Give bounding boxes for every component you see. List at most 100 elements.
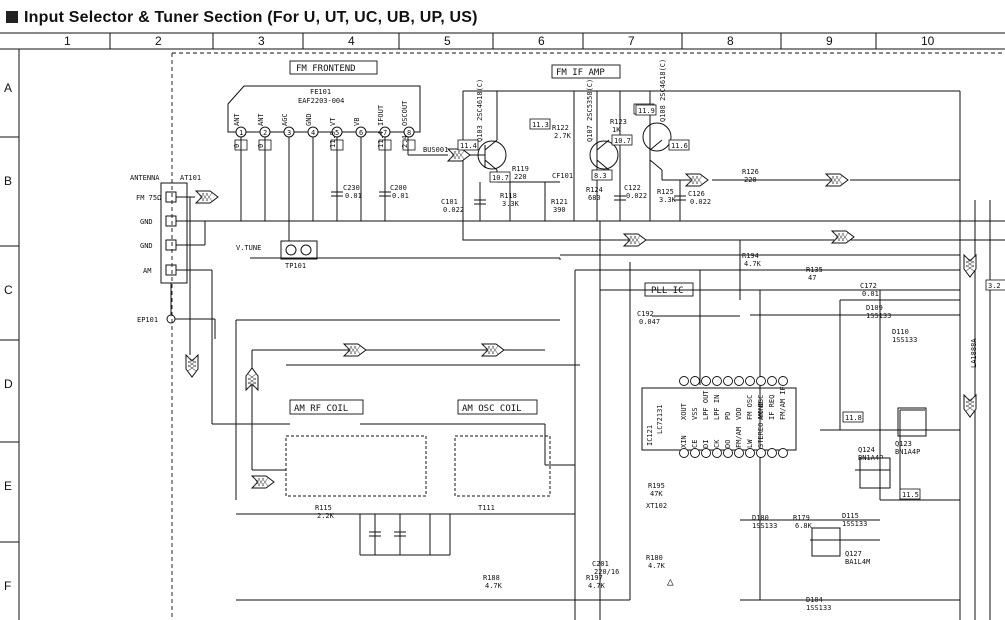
pll-top-pin-label: VSS (691, 407, 699, 420)
pll-top-pin-label: PD (724, 412, 732, 420)
caution-symbol: △ (667, 575, 674, 588)
test-value-box (668, 139, 690, 151)
fe-pin-name: ANT (233, 113, 241, 126)
antenna-block (160, 182, 188, 324)
fe-pin-number: 7 (383, 129, 387, 137)
component-ref: C101 (441, 198, 458, 206)
fe-pin-value: 0 (257, 144, 265, 148)
component-value: 2.7K (554, 132, 572, 140)
transistor-part: BA1L4M (845, 558, 870, 566)
grid-col-10: 10 (921, 34, 935, 48)
grid-col-4: 4 (348, 34, 355, 48)
transistor-symbols (477, 122, 927, 557)
diode-part: 1SS133 (892, 336, 917, 344)
pll-bottom-pin (778, 448, 788, 458)
test-value: 11.5 (902, 491, 919, 499)
fe-pin-value: 11.9 (329, 131, 337, 148)
ic104-label: LA1888A (970, 338, 978, 368)
pll-bottom-pin (734, 448, 744, 458)
component-value: 390 (553, 206, 566, 214)
fe-pin-value: 11.4 (377, 131, 385, 148)
component-ref: R123 (610, 118, 627, 126)
component-value: 0.01 (392, 192, 409, 200)
grid-col-5: 5 (444, 34, 451, 48)
pll-top-pin-label: LPF OUT (702, 390, 710, 420)
test-value: 10.7 (614, 137, 631, 145)
component-ref: R188 (483, 574, 500, 582)
component-value: 6.8K (795, 522, 813, 530)
component-ref: C200 (390, 184, 407, 192)
tp101-label: TP101 (285, 262, 306, 270)
test-value: 11.9 (638, 107, 655, 115)
antenna-label: ANTENNA (130, 174, 160, 182)
fe-pin-name: IFOUT (377, 104, 385, 126)
pll-top-pin (756, 376, 766, 386)
title-bullet-icon (6, 11, 18, 23)
test-value-box (489, 171, 511, 183)
component-ref: R135 (806, 266, 823, 274)
antenna-term-gnd2: GND (140, 242, 153, 250)
pll-bottom-pin-label: CK (713, 439, 721, 448)
component-value: 0.022 (626, 192, 647, 200)
grid-row-C: C (4, 283, 13, 297)
xtal-label: XT102 (646, 502, 667, 510)
label-fm-if-amp: FM IF AMP (556, 68, 605, 78)
diode-ref: D180 (752, 514, 769, 522)
fe-pin-name: VT (329, 117, 337, 126)
pll-top-pin (690, 376, 700, 386)
component-ref: C122 (624, 184, 641, 192)
diode-ref: D115 (842, 512, 859, 520)
transistor-ref: Q123 (895, 440, 912, 448)
signal-arrow-icon (963, 253, 977, 278)
component-ref: R119 (512, 165, 529, 173)
fe-pin-number: 1 (239, 129, 243, 137)
component-ref: CF101 (552, 172, 573, 180)
pll-bottom-pin (756, 448, 766, 458)
fe-pin-value: 2.4 (401, 135, 409, 148)
pll-top-pin (701, 376, 711, 386)
pll-bottom-pin-label: STEREO MONO (757, 402, 765, 448)
pll-top-pin-label: VDD (735, 407, 743, 420)
diode-part: 1SS133 (866, 312, 891, 320)
component-value: 3.3K (659, 196, 677, 204)
fe-pin-name: GND (305, 113, 313, 126)
pll-top-pin (778, 376, 788, 386)
component-value: 2.2K (317, 512, 335, 520)
diode-ref: D104 (806, 596, 823, 604)
component-value: 0.01 (345, 192, 362, 200)
component-value: 220 (514, 173, 527, 181)
component-labels: C2300.01C2000.01BUS001C1010.022R119220R1… (315, 59, 1005, 612)
fe-pin-number: 3 (287, 129, 291, 137)
component-value: 4.7K (744, 260, 762, 268)
component-ref: R194 (742, 252, 759, 260)
fe101-module (227, 85, 421, 133)
grid-col-9: 9 (826, 34, 833, 48)
pll-top-pin-label: FM/AM IF (779, 386, 787, 420)
fe-pin-circle (403, 126, 415, 138)
grid-row-F: F (4, 579, 11, 593)
label-am-rf-coil: AM RF COIL (294, 404, 348, 414)
fe-pin-name: OSCOUT (401, 100, 409, 126)
grid-row-D: D (4, 377, 13, 391)
label-am-osc-coil: AM OSC COIL (462, 404, 522, 414)
transistor-part: BN1A4P (895, 448, 920, 456)
component-value: 3.3K (502, 200, 520, 208)
fe-pin-name: AGC (281, 113, 289, 126)
component-ref: C201 (592, 560, 609, 568)
pll-top-pin (745, 376, 755, 386)
component-value: 4.7K (485, 582, 503, 590)
component-value: 0.01 (862, 290, 879, 298)
am-rf-coil-t111: T111 (478, 504, 495, 512)
test-value-box (899, 488, 921, 500)
fe-pin-number: 4 (311, 129, 315, 137)
test-value: 3.2 (988, 282, 1001, 290)
pll-top-pin-label: IF REQ (768, 395, 776, 420)
pll-bottom-pin-label: DI (702, 440, 710, 448)
component-value: 47 (808, 274, 816, 282)
ep101-label: EP101 (137, 316, 158, 324)
pll-bottom-pin (701, 448, 711, 458)
test-value-box (457, 139, 479, 151)
component-ref: C172 (860, 282, 877, 290)
